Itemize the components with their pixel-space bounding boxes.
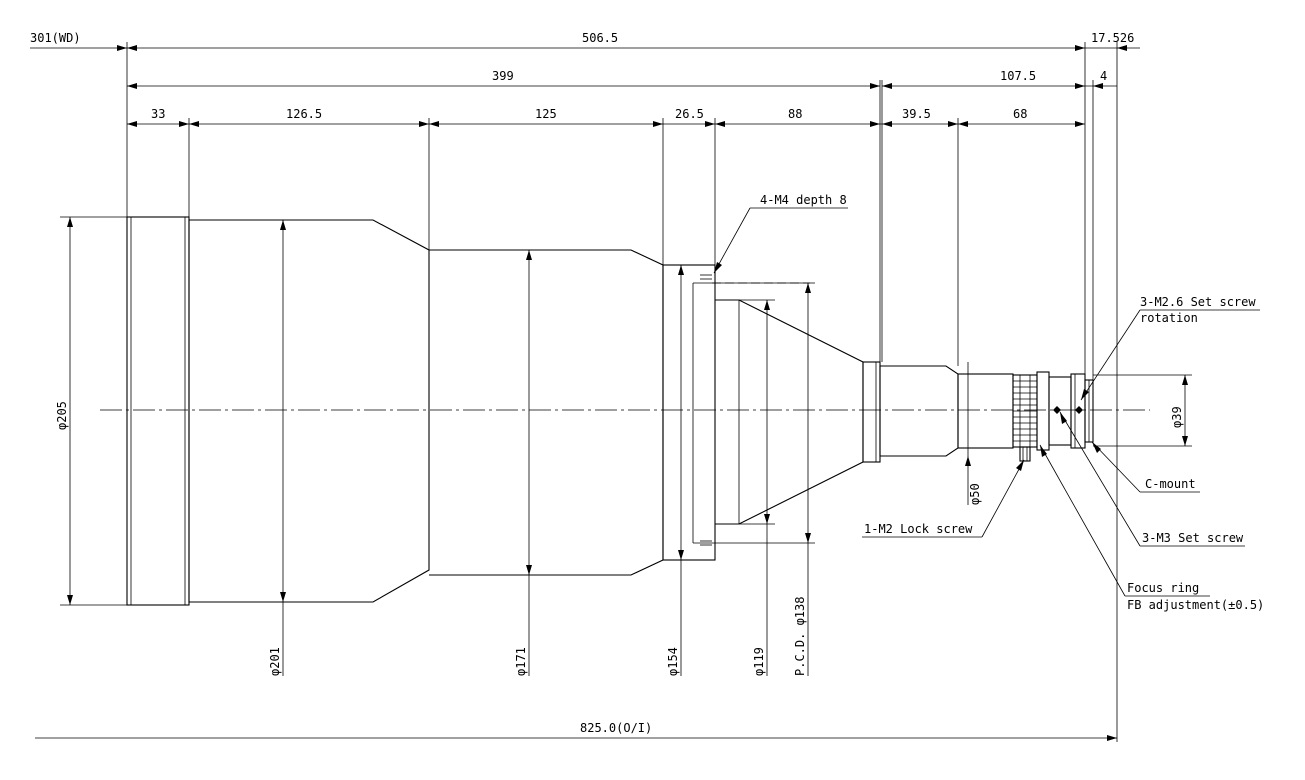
- label-68: 68: [1013, 107, 1027, 121]
- diameter-labels: φ205 φ201 φ171 φ154 φ119 P.C.D. φ138 φ50…: [55, 401, 1184, 676]
- lens-body: [126, 216, 1094, 606]
- label-pcd138: P.C.D. φ138: [793, 597, 807, 676]
- rear-ring-1: [1036, 371, 1050, 451]
- label-lock-screw: 1-M2 Lock screw: [864, 522, 973, 536]
- label-125: 125: [535, 107, 557, 121]
- label-399: 399: [492, 69, 514, 83]
- cone-section: [715, 299, 864, 525]
- label-4: 4: [1100, 69, 1107, 83]
- label-focus-ring: Focus ring: [1127, 581, 1199, 595]
- label-phi154: φ154: [666, 647, 680, 676]
- rear-tube: [879, 365, 959, 457]
- label-working-distance: 301(WD): [30, 31, 81, 45]
- label-17-526: 17.526: [1091, 31, 1134, 45]
- label-26-5: 26.5: [675, 107, 704, 121]
- main-barrel: [188, 219, 430, 603]
- label-phi50: φ50: [968, 483, 982, 505]
- label-set-screw-m26: 3-M2.6 Set screw: [1140, 295, 1256, 309]
- label-107-5: 107.5: [1000, 69, 1036, 83]
- label-phi205: φ205: [55, 401, 69, 430]
- label-rotation: rotation: [1140, 311, 1198, 325]
- label-overall: 825.0(O/I): [580, 721, 652, 735]
- label-126-5: 126.5: [286, 107, 322, 121]
- label-506-5: 506.5: [582, 31, 618, 45]
- set-screw-m26-mark: [1075, 406, 1083, 414]
- label-phi201: φ201: [268, 647, 282, 676]
- horizontal-dimensions: [30, 45, 1140, 741]
- label-88: 88: [788, 107, 802, 121]
- extension-lines: [60, 42, 1192, 742]
- label-phi171: φ171: [514, 647, 528, 676]
- label-fb-adjustment: FB adjustment(±0.5): [1127, 598, 1264, 612]
- barrel-171: [429, 249, 664, 576]
- label-33: 33: [151, 107, 165, 121]
- label-m4-depth: 4-M4 depth 8: [760, 193, 847, 207]
- label-39-5: 39.5: [902, 107, 931, 121]
- dimension-labels: 301(WD) 506.5 17.526 399 107.5 4 33 126.…: [30, 31, 1134, 735]
- label-c-mount: C-mount: [1145, 477, 1196, 491]
- focus-ring-knurl: [1013, 375, 1037, 447]
- mount-flange: [662, 264, 716, 561]
- label-phi119: φ119: [752, 647, 766, 676]
- label-phi39: φ39: [1170, 406, 1184, 428]
- lock-screw-knob: [1019, 446, 1031, 462]
- set-screw-m3-mark: [1053, 406, 1061, 414]
- callout-leaders: [713, 207, 1260, 597]
- diameter-dimensions: [67, 217, 1188, 676]
- callout-labels: 4-M4 depth 8 3-M2.6 Set screw rotation C…: [760, 193, 1264, 612]
- front-hood: [126, 216, 190, 606]
- ring-50: [862, 361, 881, 463]
- label-set-screw-m3: 3-M3 Set screw: [1142, 531, 1244, 545]
- rear-tube-2: [957, 373, 1014, 449]
